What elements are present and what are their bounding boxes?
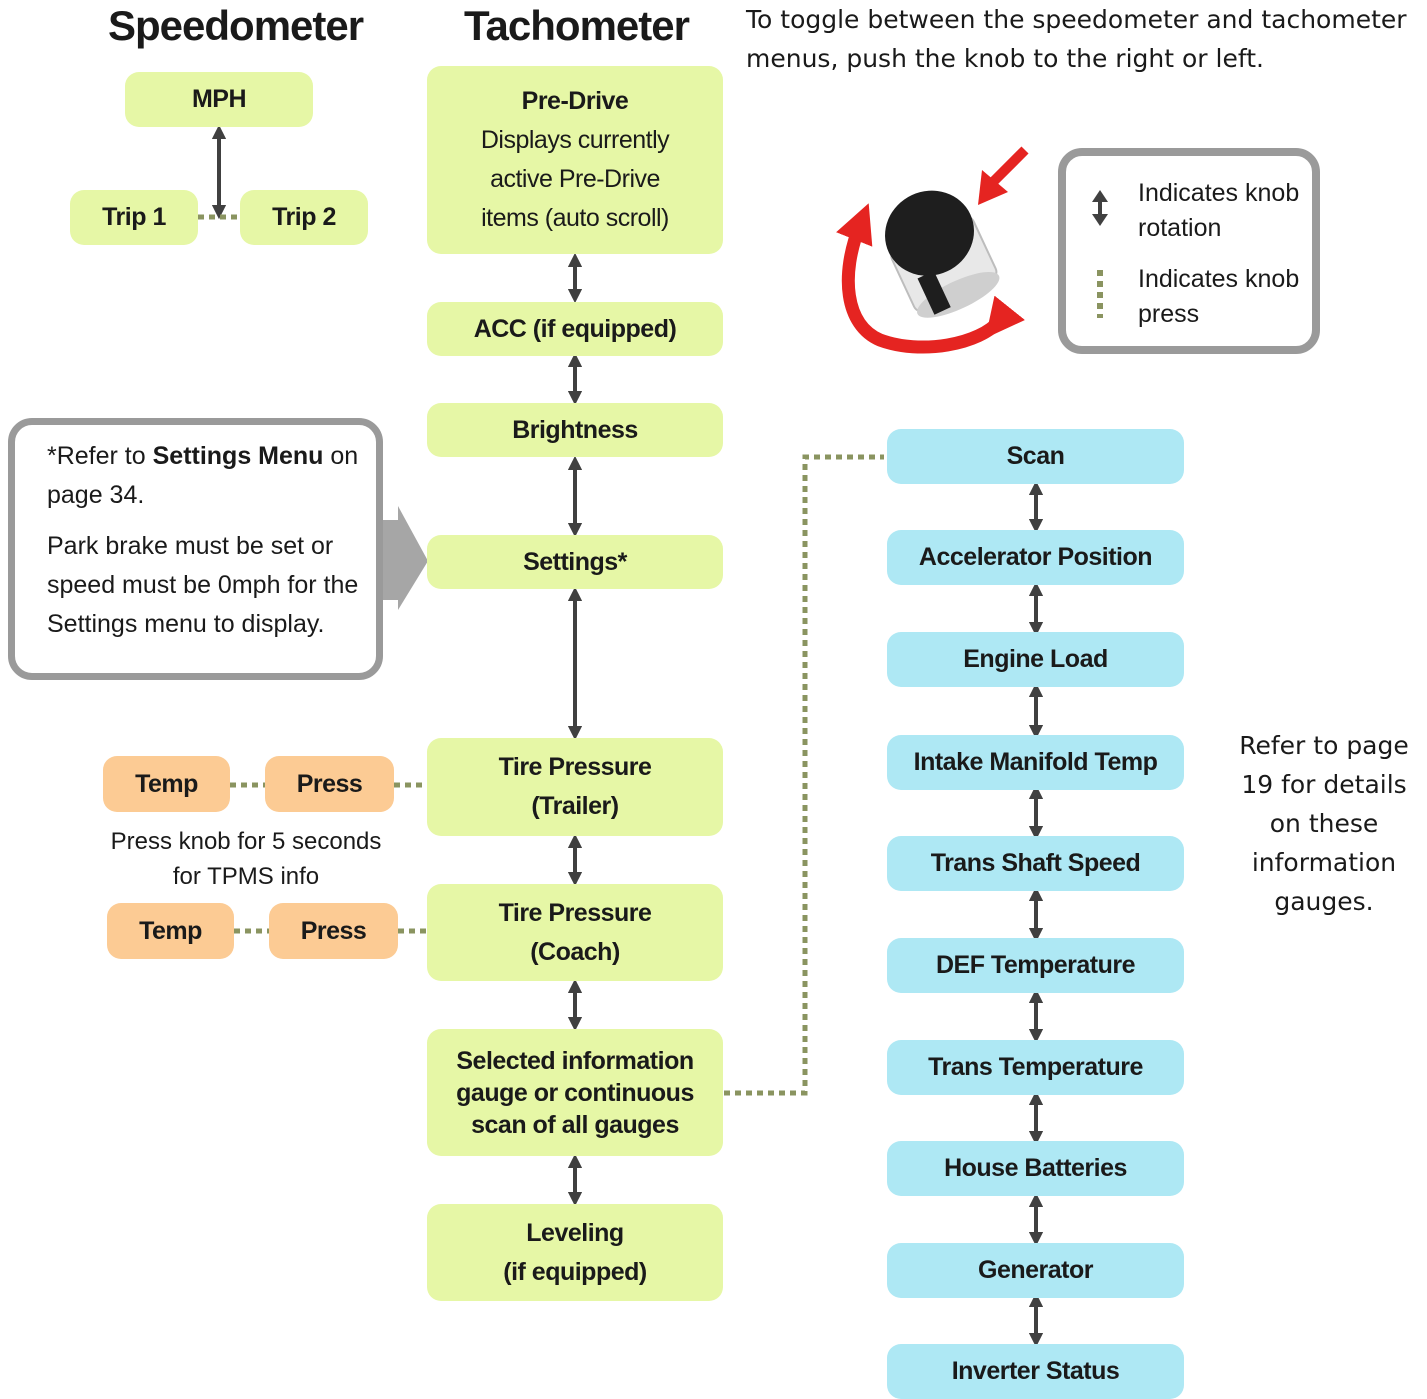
trailer-press-box: Press [265, 756, 394, 812]
settings-box: Settings* [427, 535, 723, 589]
brightness-box: Brightness [427, 403, 723, 457]
trip1-box: Trip 1 [70, 190, 198, 245]
gauge-engine-load: Engine Load [887, 632, 1184, 687]
legend-box: Indicates knob rotation Indicates knob p… [1058, 148, 1320, 354]
double-arrow-icon [1092, 190, 1108, 226]
gauge-house-batteries: House Batteries [887, 1141, 1184, 1196]
legend-rotation-text: Indicates knob rotation [1138, 179, 1300, 242]
tire-pressure-trailer-box: Tire Pressure (Trailer) [427, 738, 723, 836]
tpms-note: Press knob for 5 seconds for TPMS info [110, 828, 382, 890]
tire-pressure-coach-box: Tire Pressure (Coach) [427, 884, 723, 981]
mph-box: MPH [125, 72, 313, 127]
acc-box: ACC (if equipped) [427, 302, 723, 356]
trailer-temp-box: Temp [103, 756, 230, 812]
gauges-note: Refer to page 19 for details on these in… [1239, 731, 1409, 916]
intro-text: To toggle between the speedometer and ta… [746, 5, 1407, 73]
selected-scan-link [724, 454, 884, 1096]
selected-gauge-box: Selected information gauge or continuous… [427, 1029, 723, 1156]
trip2-box: Trip 2 [240, 190, 368, 245]
gauge-generator: Generator [887, 1243, 1184, 1298]
predrive-box: Pre-Drive Displays currently active Pre-… [427, 66, 723, 254]
gauge-trans-shaft-speed: Trans Shaft Speed [887, 836, 1184, 891]
gauge-inverter-status: Inverter Status [887, 1344, 1184, 1399]
gauge-accelerator-position: Accelerator Position [887, 530, 1184, 585]
coach-press-box: Press [269, 903, 398, 959]
settings-pointer-arrow [383, 506, 428, 610]
speedometer-heading: Speedometer [108, 2, 364, 49]
tachometer-heading: Tachometer [464, 2, 690, 49]
coach-temp-box: Temp [107, 903, 234, 959]
gauge-intake-manifold-temp: Intake Manifold Temp [887, 735, 1184, 790]
leveling-box: Leveling (if equipped) [427, 1204, 723, 1301]
gauge-scan: Scan [887, 429, 1184, 484]
gauge-def-temperature: DEF Temperature [887, 938, 1184, 993]
dotted-line-icon [1097, 270, 1103, 318]
legend-press-text: Indicates knob press [1138, 265, 1300, 328]
gauge-trans-temperature: Trans Temperature [887, 1040, 1184, 1095]
